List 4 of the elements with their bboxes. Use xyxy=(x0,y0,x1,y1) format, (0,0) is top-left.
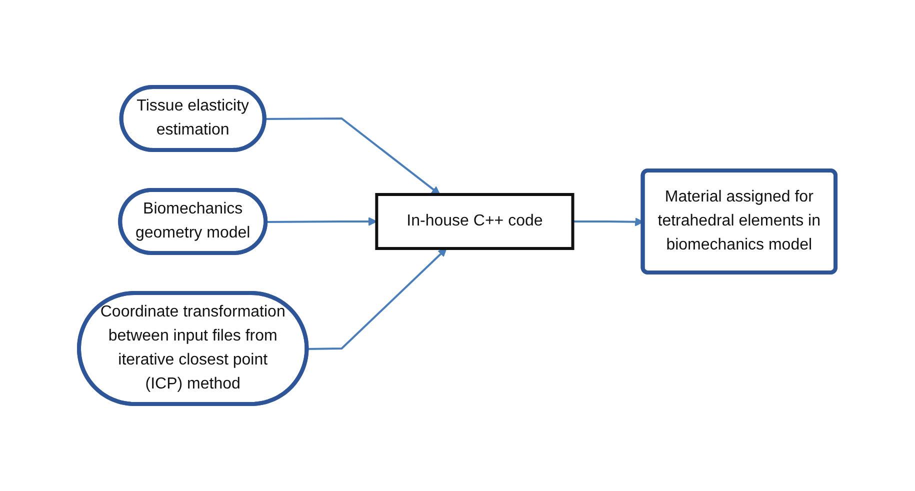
arrow xyxy=(307,248,448,350)
node-box: In-house C++ code xyxy=(375,193,574,250)
arrow xyxy=(266,217,378,226)
arrow xyxy=(265,118,440,195)
